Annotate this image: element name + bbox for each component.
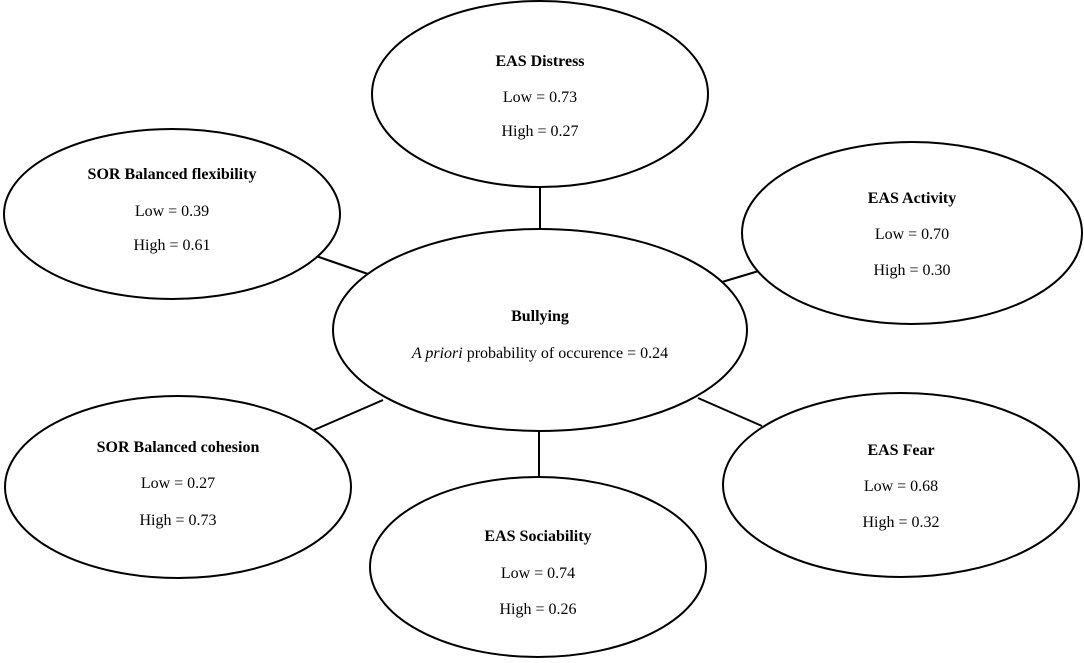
node-eas-fear-shape bbox=[722, 392, 1080, 578]
node-sor-flexibility-high: High = 0.61 bbox=[133, 237, 210, 254]
node-eas-activity-shape bbox=[741, 141, 1083, 325]
node-eas-distress: EAS Distress Low = 0.73 High = 0.27 bbox=[371, 0, 709, 188]
node-sor-cohesion-title: SOR Balanced cohesion bbox=[97, 439, 260, 456]
node-eas-fear-high: High = 0.32 bbox=[862, 514, 939, 531]
node-eas-distress-shape bbox=[371, 0, 709, 188]
node-sor-cohesion-low: Low = 0.27 bbox=[141, 475, 215, 492]
node-eas-activity-low: Low = 0.70 bbox=[875, 226, 949, 243]
node-sor-flexibility-low: Low = 0.39 bbox=[135, 203, 209, 220]
node-eas-fear: EAS Fear Low = 0.68 High = 0.32 bbox=[722, 392, 1080, 578]
edge-fear bbox=[697, 397, 763, 427]
node-eas-activity: EAS Activity Low = 0.70 High = 0.30 bbox=[741, 141, 1083, 325]
node-eas-activity-title: EAS Activity bbox=[868, 190, 956, 207]
node-sor-cohesion-high: High = 0.73 bbox=[139, 512, 216, 529]
node-sor-cohesion: SOR Balanced cohesion Low = 0.27 High = … bbox=[4, 395, 352, 579]
node-eas-sociability-title: EAS Sociability bbox=[484, 528, 591, 545]
edge-flexibility bbox=[315, 255, 369, 275]
node-bullying-shape bbox=[332, 228, 748, 432]
node-sor-flexibility: SOR Balanced flexibility Low = 0.39 High… bbox=[3, 128, 341, 300]
node-sor-flexibility-shape bbox=[3, 128, 341, 300]
node-bullying-probability-rest: probability of occurence = 0.24 bbox=[463, 345, 668, 362]
node-eas-fear-title: EAS Fear bbox=[867, 442, 934, 459]
edge-cohesion bbox=[313, 399, 384, 431]
edges bbox=[313, 187, 763, 477]
node-eas-fear-low: Low = 0.68 bbox=[864, 478, 938, 495]
node-sor-flexibility-title: SOR Balanced flexibility bbox=[88, 166, 257, 183]
node-bullying: Bullying A priori probability of occuren… bbox=[332, 228, 748, 432]
node-bullying-probability: A priori probability of occurence = 0.24 bbox=[411, 345, 668, 362]
node-eas-distress-high: High = 0.27 bbox=[501, 123, 578, 140]
node-eas-sociability-low: Low = 0.74 bbox=[501, 565, 575, 582]
node-sor-cohesion-shape bbox=[4, 395, 352, 579]
node-bullying-title: Bullying bbox=[511, 308, 569, 325]
node-eas-sociability-high: High = 0.26 bbox=[499, 601, 576, 618]
node-bullying-probability-italic: A priori bbox=[411, 345, 463, 362]
node-eas-distress-low: Low = 0.73 bbox=[503, 89, 577, 106]
node-eas-sociability: EAS Sociability Low = 0.74 High = 0.26 bbox=[369, 476, 707, 658]
node-eas-sociability-shape bbox=[369, 476, 707, 658]
node-eas-activity-high: High = 0.30 bbox=[873, 262, 950, 279]
edge-activity bbox=[721, 269, 763, 283]
node-eas-distress-title: EAS Distress bbox=[495, 53, 584, 70]
